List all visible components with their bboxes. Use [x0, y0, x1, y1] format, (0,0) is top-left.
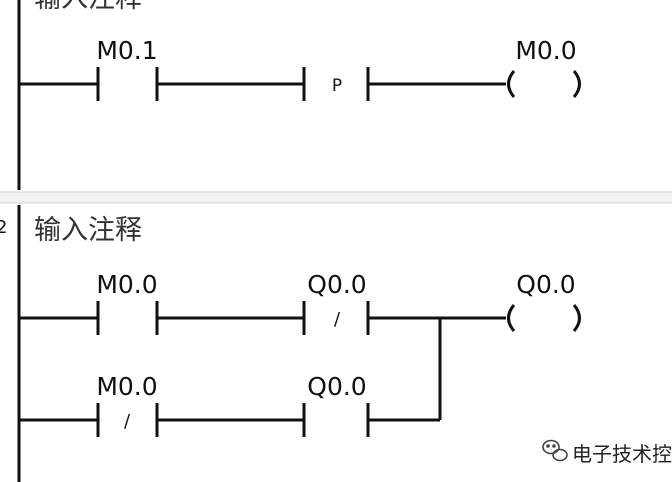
contact-symbol-nc: / [334, 309, 341, 330]
wechat-icon [542, 439, 568, 462]
network-number: 2 [0, 217, 7, 238]
rung-net2-main [19, 301, 581, 420]
network-comment: 输入注释 [34, 215, 142, 246]
contact-label-M0.0: M0.0 [96, 372, 157, 401]
watermark-text: 电子技术控 [572, 442, 672, 466]
contact-label-M0.0: M0.0 [96, 270, 157, 299]
network-separator [0, 192, 672, 203]
contact-label-Q0.0: Q0.0 [307, 270, 366, 299]
rung-net1 [19, 67, 581, 101]
contact-symbol-P: P [332, 76, 342, 96]
network-comment: 输入注释 [34, 0, 142, 14]
rung-net2-branch [19, 403, 440, 437]
contact-label-M0.1: M0.1 [96, 36, 157, 65]
contact-symbol-nc: / [124, 411, 131, 432]
coil-label-Q0.0: Q0.0 [516, 270, 575, 299]
coil-label-M0.0: M0.0 [515, 36, 576, 65]
contact-label-Q0.0: Q0.0 [307, 372, 366, 401]
